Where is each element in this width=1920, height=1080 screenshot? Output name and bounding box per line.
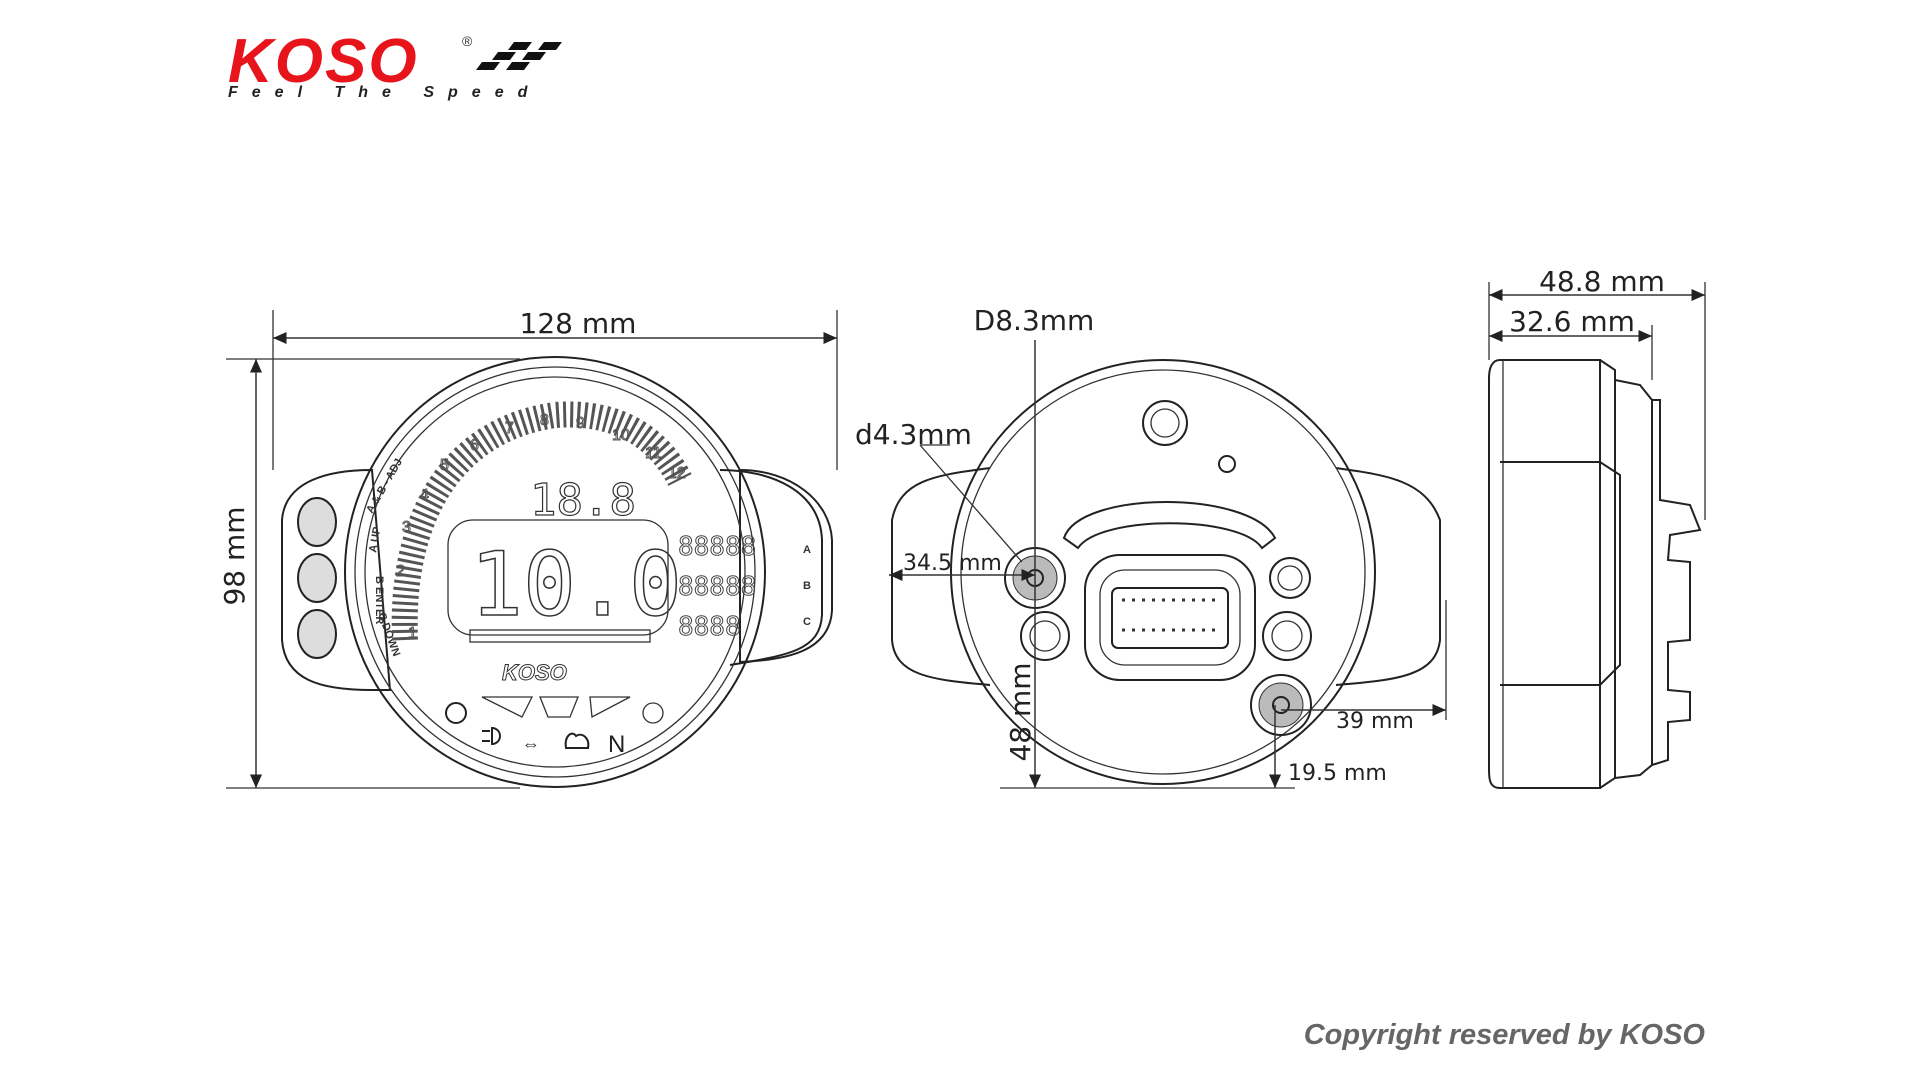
checkered-flag-icon bbox=[476, 42, 562, 70]
button-a[interactable] bbox=[297, 497, 337, 547]
svg-text:8: 8 bbox=[540, 412, 549, 429]
lcd-speed-digits: 10.0 bbox=[470, 533, 682, 636]
top-boss bbox=[1142, 400, 1188, 446]
stud-diameter-label: D8.3mm bbox=[974, 304, 1095, 337]
logo-tagline: Feel The Speed bbox=[228, 84, 541, 101]
body-depth-label: 32.6 mm bbox=[1509, 305, 1635, 338]
label-b-enter: B ENTER bbox=[373, 576, 385, 624]
vertical-offset-label: 48 mm bbox=[1004, 662, 1037, 761]
engine-check-icon bbox=[564, 732, 590, 749]
tach-numbers: 1 2 3 4 5 6 7 8 9 10 11 12 bbox=[396, 412, 687, 643]
svg-text:10: 10 bbox=[612, 427, 630, 444]
button-c[interactable] bbox=[297, 609, 337, 659]
lower-vertical-label: 19.5 mm bbox=[1288, 761, 1387, 786]
fuel-gauge-bar bbox=[469, 629, 651, 643]
label-side-c: C bbox=[803, 616, 811, 628]
svg-text:12: 12 bbox=[668, 465, 686, 482]
svg-text:11: 11 bbox=[645, 445, 662, 462]
svg-text:88888: 88888 bbox=[678, 572, 756, 602]
svg-text:1: 1 bbox=[408, 625, 417, 642]
bezel-logo: KOSO bbox=[502, 660, 567, 685]
koso-logo: KOSO ® Feel The Speed bbox=[228, 27, 562, 101]
indicator-light-icon bbox=[642, 702, 664, 724]
height-dimension-label: 98 mm bbox=[218, 506, 251, 605]
connector-socket bbox=[1084, 554, 1256, 681]
svg-text:4: 4 bbox=[420, 487, 429, 504]
side-view: 48.8 mm 32.6 mm bbox=[1488, 265, 1706, 789]
logo-wordmark: KOSO bbox=[228, 27, 419, 96]
rear-view: D8.3mm d4.3mm 34.5 mm 48 mm 39 mm 19.5 m… bbox=[855, 304, 1447, 789]
button-b[interactable] bbox=[297, 553, 337, 603]
lcd-main-window bbox=[447, 519, 669, 636]
connector-pins bbox=[1122, 598, 1218, 632]
abs-warning-icon bbox=[445, 702, 467, 724]
front-gauge: A & B - ADJ A UP B ENTER C DOWN A B C 1 … bbox=[281, 356, 833, 788]
svg-text:3: 3 bbox=[402, 519, 411, 536]
width-dimension-label: 128 mm bbox=[520, 307, 637, 340]
label-a-up: A UP bbox=[367, 526, 383, 554]
svg-text:7: 7 bbox=[505, 420, 514, 437]
mounting-stud-right bbox=[1250, 674, 1312, 736]
svg-text:9: 9 bbox=[576, 415, 585, 432]
turn-signal-icon: ⇔ bbox=[522, 734, 540, 754]
turn-shift-light-icons bbox=[481, 696, 631, 719]
lcd-small-digits: 18.8 bbox=[530, 475, 636, 526]
svg-text:2: 2 bbox=[396, 563, 405, 580]
svg-text:88888: 88888 bbox=[678, 532, 756, 562]
neutral-indicator: N bbox=[608, 731, 625, 758]
headlight-icon bbox=[482, 726, 501, 746]
total-depth-label: 48.8 mm bbox=[1539, 265, 1665, 298]
svg-text:5: 5 bbox=[440, 457, 449, 474]
horizontal-offset-label: 34.5 mm bbox=[903, 551, 1002, 576]
label-side-b: B bbox=[803, 580, 811, 592]
front-view-dimensions: 128 mm 98 mm bbox=[218, 307, 838, 789]
copyright-text: Copyright reserved by KOSO bbox=[1304, 1019, 1706, 1051]
label-side-a: A bbox=[803, 544, 811, 556]
registered-mark: ® bbox=[462, 33, 473, 49]
svg-text:8888: 8888 bbox=[678, 612, 741, 642]
svg-text:6: 6 bbox=[470, 437, 479, 454]
lcd-right-fields: 88888 88888 8888 bbox=[678, 532, 757, 643]
lower-horizontal-label: 39 mm bbox=[1336, 709, 1414, 734]
hole-diameter-label: d4.3mm bbox=[855, 418, 972, 451]
